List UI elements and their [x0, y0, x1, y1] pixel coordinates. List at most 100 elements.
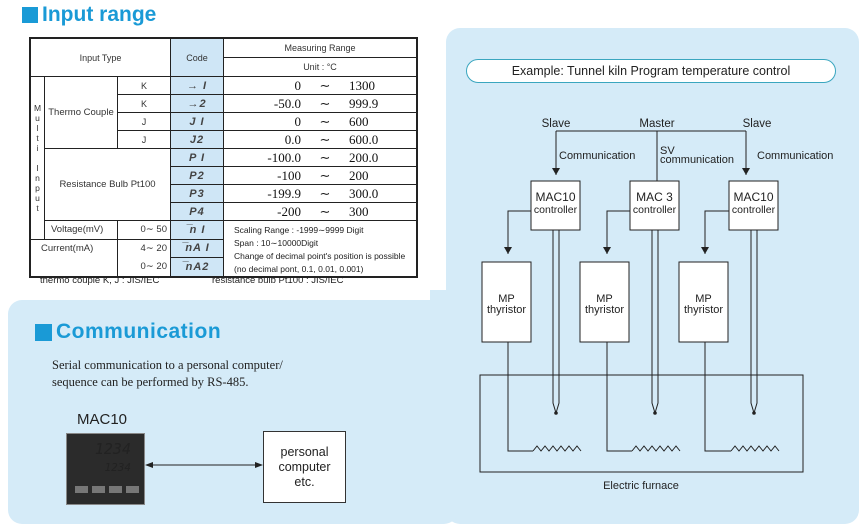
range-low: 0 [294, 113, 302, 129]
control-line-3 [704, 210, 729, 254]
square-bullet-icon [22, 7, 38, 23]
code-cell: ̅n I [170, 220, 224, 240]
range-low: -199.9 [267, 185, 301, 201]
vertical-letter: I [36, 162, 39, 173]
table-row: 0∼ 20 ̅nA2 [29, 257, 417, 278]
range-low: 0.0 [284, 131, 301, 147]
resistance-bulb-label: Resistance Bulb Pt100 [44, 148, 171, 221]
controller-1: MAC10 controller [530, 180, 581, 231]
pc-line: computer [278, 459, 331, 474]
slave-left-label: Slave [542, 118, 571, 130]
down-key [92, 486, 105, 493]
vertical-letter: t [36, 202, 39, 213]
table-header-row: Input Type Code Measuring Range [29, 37, 418, 77]
square-bullet-icon [35, 323, 52, 341]
sv-comm-label-2: communication [660, 154, 734, 166]
device-label: MAC10 [77, 411, 128, 428]
note-line: Change of decimal point's position is po… [234, 251, 406, 261]
controller-3: MAC10 controller [728, 180, 779, 231]
thermocouple-probe-1 [552, 228, 560, 415]
range-high: 600.0 [349, 131, 379, 147]
enter-key [126, 486, 139, 493]
pc-line: etc. [294, 474, 315, 489]
description-line: sequence can be performed by RS-485. [52, 375, 249, 389]
thyristor-3: MP thyristor [678, 261, 729, 343]
voltage-range: 0∼ 50 [117, 220, 171, 240]
range-cell: -199.9∼300.0 [223, 184, 418, 203]
range-cell: -50.0∼999.9 [223, 94, 418, 113]
table-row: P4 -200∼300 [30, 202, 418, 221]
arrow-down-icon [504, 247, 512, 254]
range-high: 1300 [349, 77, 375, 93]
thermo-couple-label: Thermo Couple [44, 76, 118, 149]
thyristor-name: MP [498, 293, 515, 305]
arrow-down-icon [742, 168, 750, 175]
master-label: Master [639, 118, 674, 130]
range-cell: -100.0∼200.0 [223, 148, 418, 167]
vertical-letter: n [35, 172, 40, 183]
table-row: J J I 0∼600 [30, 112, 418, 131]
table-row: Current(mA) 4∼ 20 ̅nA I [29, 238, 417, 259]
communication-title: Communication [56, 320, 222, 343]
code-cell: P3 [170, 184, 224, 203]
note-line: (no decimal pont, 0.1, 0.01, 0.001) [234, 264, 364, 274]
heater-1 [532, 445, 582, 452]
table-row: Resistance Bulb Pt100 P I -100.0∼200.0 [30, 148, 418, 221]
range-high: 200 [349, 167, 369, 183]
current-range: 4∼ 20 [117, 238, 171, 258]
controller-type: controller [534, 204, 578, 216]
range-cell: -100∼200 [223, 166, 418, 185]
header-unit: Unit : °C [223, 57, 418, 77]
sv-comm-label-1: SV [660, 145, 675, 157]
range-high: 200.0 [349, 149, 379, 165]
note-line: Scaling Range : -1999∼9999 Digit [234, 225, 364, 235]
controller-name: MAC10 [535, 190, 575, 204]
personal-computer-box: personal computer etc. [263, 431, 346, 503]
thermocouple-probe-2 [651, 228, 659, 415]
kiln-control-diagram: MAC10 controller MAC 3 controller MAC10 … [479, 118, 833, 492]
table-row: P3 -199.9∼300.0 [30, 184, 418, 203]
mode-key [75, 486, 88, 493]
communication-heading: Communication [35, 320, 221, 344]
code-cell: J I [170, 112, 224, 131]
range-low: -50.0 [273, 95, 301, 111]
thyristor-2: MP thyristor [579, 261, 630, 343]
code-cell: P I [170, 148, 224, 167]
code-cell: P4 [170, 202, 224, 221]
input-range-table: Input Type Code Measuring Range Unit : °… [29, 37, 418, 278]
tilde: ∼ [319, 131, 331, 147]
comm-left-label: Communication [559, 150, 635, 162]
panel-join [430, 290, 470, 330]
control-line-1 [507, 210, 531, 254]
vertical-letter: p [35, 182, 40, 193]
bidirectional-arrow-icon [145, 462, 263, 468]
arrow-down-icon [701, 247, 709, 254]
voltage-label: Voltage(mV) [44, 220, 118, 240]
vertical-letter: t [36, 132, 39, 143]
table-row: J J2 0.0∼600.0 [30, 130, 418, 149]
vertical-letter: u [35, 112, 40, 123]
communication-description: Serial communication to a personal compu… [52, 357, 283, 391]
code-cell: → I [170, 76, 224, 95]
header-input-type: Input Type [29, 37, 171, 77]
heater-2 [631, 445, 681, 452]
table-row: Voltage(mV) 0∼ 50 ̅n I Scaling Range : -… [30, 220, 418, 278]
code-cell: ̅nA2 [170, 257, 224, 278]
type-cell: J [117, 112, 171, 131]
tilde: ∼ [319, 185, 331, 201]
type-cell: J [117, 130, 171, 149]
arrow-down-icon [603, 247, 611, 254]
tilde: ∼ [319, 149, 331, 165]
pc-line: personal [280, 444, 329, 459]
thyristor-name: MP [695, 293, 712, 305]
arrow-down-icon [552, 168, 560, 175]
range-high: 300 [349, 203, 369, 219]
controller-name: MAC 3 [636, 190, 673, 204]
controller-name: MAC10 [733, 190, 773, 204]
comm-right-label: Communication [757, 150, 833, 162]
mac10-device-image: 1234 1234 [66, 433, 145, 505]
thyristor-type: thyristor [684, 304, 723, 316]
